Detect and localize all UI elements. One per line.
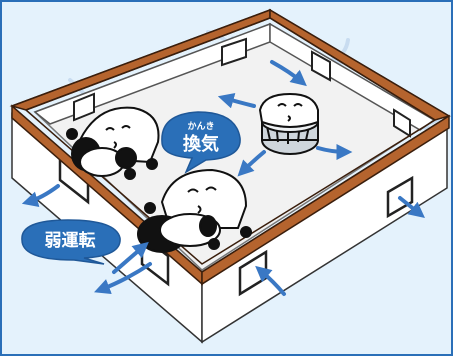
ventilation-fan-icon bbox=[258, 92, 319, 155]
ventilation-bubble: かんき 換気 bbox=[161, 111, 241, 174]
ruby-label: かんき bbox=[187, 121, 214, 132]
timber-sill-inner bbox=[25, 17, 437, 265]
low-power-bubble: 弱運転 bbox=[21, 219, 121, 265]
foundation-vent-icon bbox=[73, 37, 411, 138]
ventilation-fan-icon bbox=[66, 106, 160, 180]
ventilation-label: 換気 bbox=[183, 133, 219, 155]
ventilation-fan-icon bbox=[137, 168, 252, 253]
low-power-label: 弱運転 bbox=[45, 230, 96, 251]
airflow-arrow-icon bbox=[21, 60, 425, 296]
